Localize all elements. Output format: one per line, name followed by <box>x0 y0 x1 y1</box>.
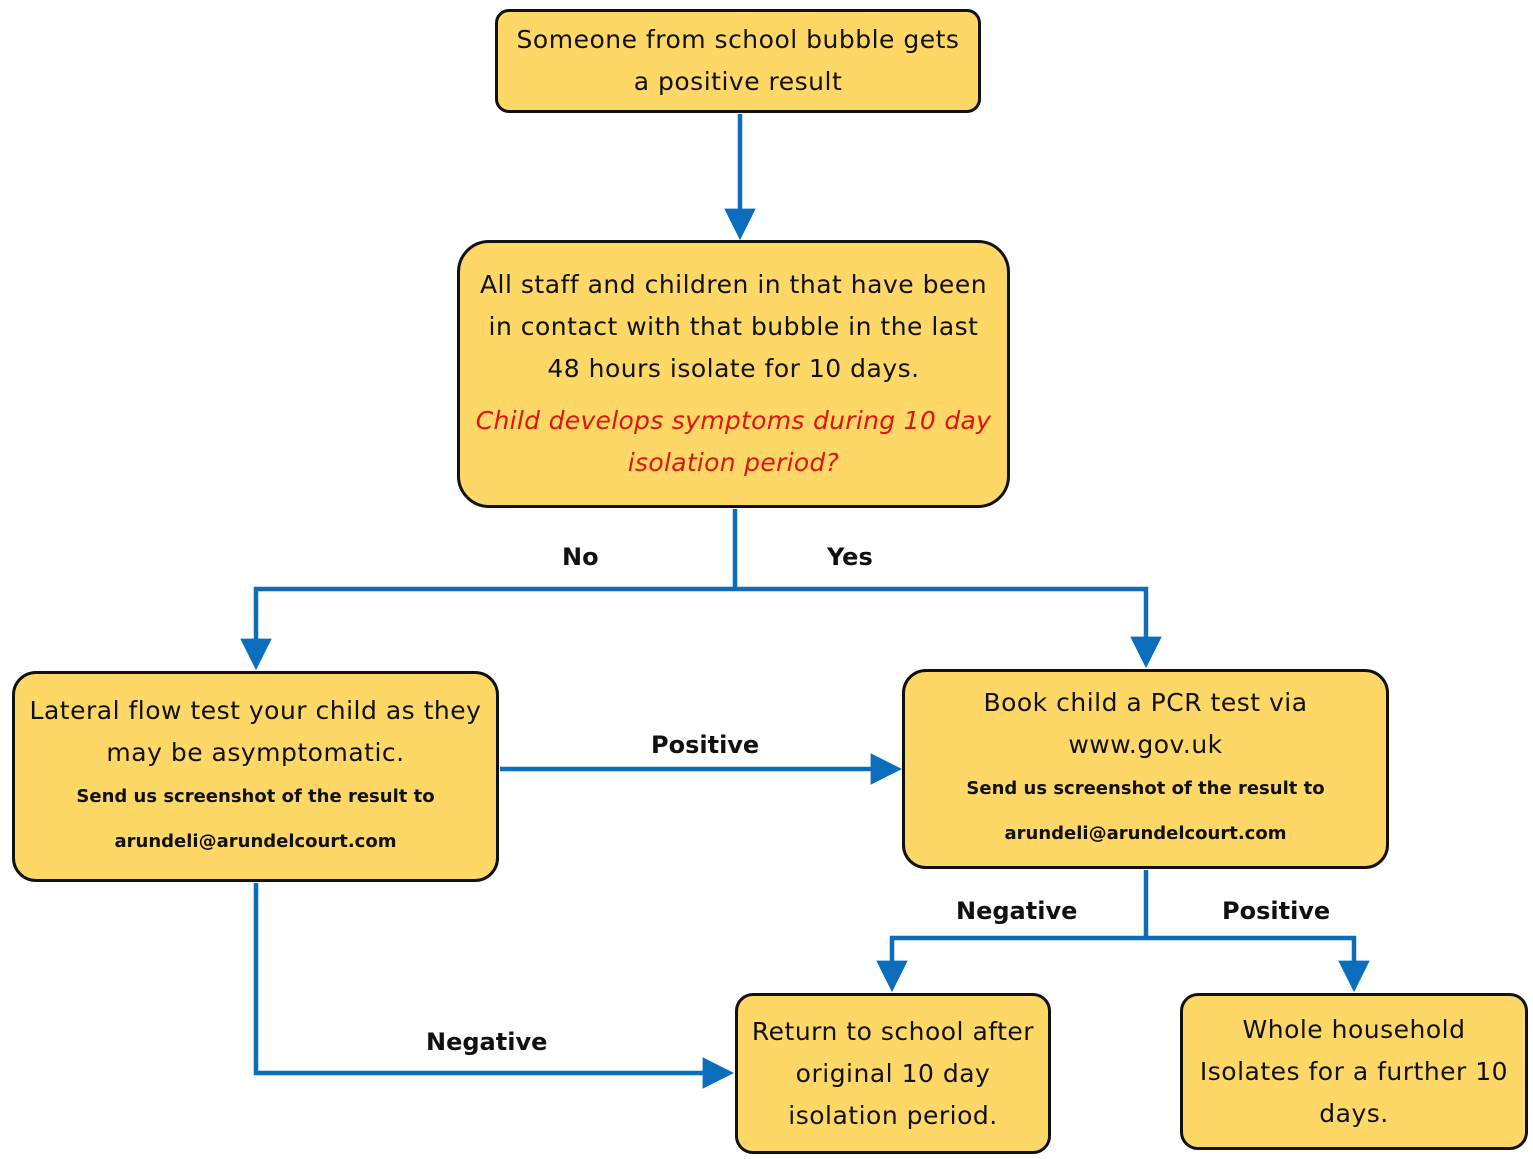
edge-label-yes: Yes <box>827 543 873 571</box>
edge-label-lft-positive: Positive <box>651 731 760 759</box>
edge-label-pcr-negative: Negative <box>956 897 1078 925</box>
edge-label-pcr-positive: Positive <box>1222 897 1331 925</box>
node-return-line-1: Return to school after <box>751 1016 1035 1046</box>
node-pcr-note: Send us screenshot of the result to <box>966 778 1325 799</box>
node-lateral-flow-test: Lateral flow test your child as they may… <box>12 671 499 882</box>
node-pcr-line-2: www.gov.uk <box>1068 730 1223 759</box>
symptoms-question-line-1: Child develops symptoms during 10 day <box>475 406 992 435</box>
node-pcr-line-1: Book child a PCR test via <box>983 688 1308 717</box>
node-lateral-flow-line-2: may be asymptomatic. <box>106 737 405 767</box>
node-lateral-flow-line-1: Lateral flow test your child as they <box>29 695 482 725</box>
edge-label-no: No <box>562 543 599 571</box>
node-household-line-2: Isolates for a further 10 <box>1199 1056 1509 1086</box>
node-isolate-10-days: All staff and children in that have been… <box>457 240 1010 508</box>
node-pcr-email: arundeli@arundelcourt.com <box>1004 823 1287 844</box>
node-household-line-1: Whole household <box>1242 1014 1466 1044</box>
arrow-lft-negative <box>253 883 735 1089</box>
node-lateral-flow-note: Send us screenshot of the result to <box>76 785 435 807</box>
arrow-pcr-negative <box>876 935 1146 993</box>
arrow-pcr-positive <box>1146 935 1370 993</box>
node-household-line-3: days. <box>1319 1098 1389 1128</box>
symptoms-question-line-2: isolation period? <box>627 448 840 477</box>
edge-label-lft-negative: Negative <box>426 1028 548 1056</box>
node-return-line-3: isolation period. <box>788 1100 998 1130</box>
node-isolate-line-3: 48 hours isolate for 10 days. <box>547 354 920 383</box>
node-positive-result-line-1: Someone from school bubble gets <box>516 25 960 54</box>
node-household-isolates: Whole household Isolates for a further 1… <box>1180 993 1528 1150</box>
symptoms-question: Child develops symptoms during 10 day is… <box>476 400 991 484</box>
node-isolate-line-1: All staff and children in that have been <box>479 270 988 299</box>
node-positive-result: Someone from school bubble gets a positi… <box>495 9 981 113</box>
node-lateral-flow-email: arundeli@arundelcourt.com <box>114 830 397 852</box>
node-isolate-line-2: in contact with that bubble in the last <box>488 312 979 341</box>
node-positive-result-line-2: a positive result <box>633 67 843 96</box>
arrow-yes-branch <box>735 586 1162 669</box>
node-pcr-test: Book child a PCR test via www.gov.uk Sen… <box>902 669 1389 869</box>
arrow-no-branch <box>240 586 735 671</box>
node-return-to-school: Return to school after original 10 day i… <box>735 993 1051 1154</box>
node-return-line-2: original 10 day <box>795 1058 991 1088</box>
